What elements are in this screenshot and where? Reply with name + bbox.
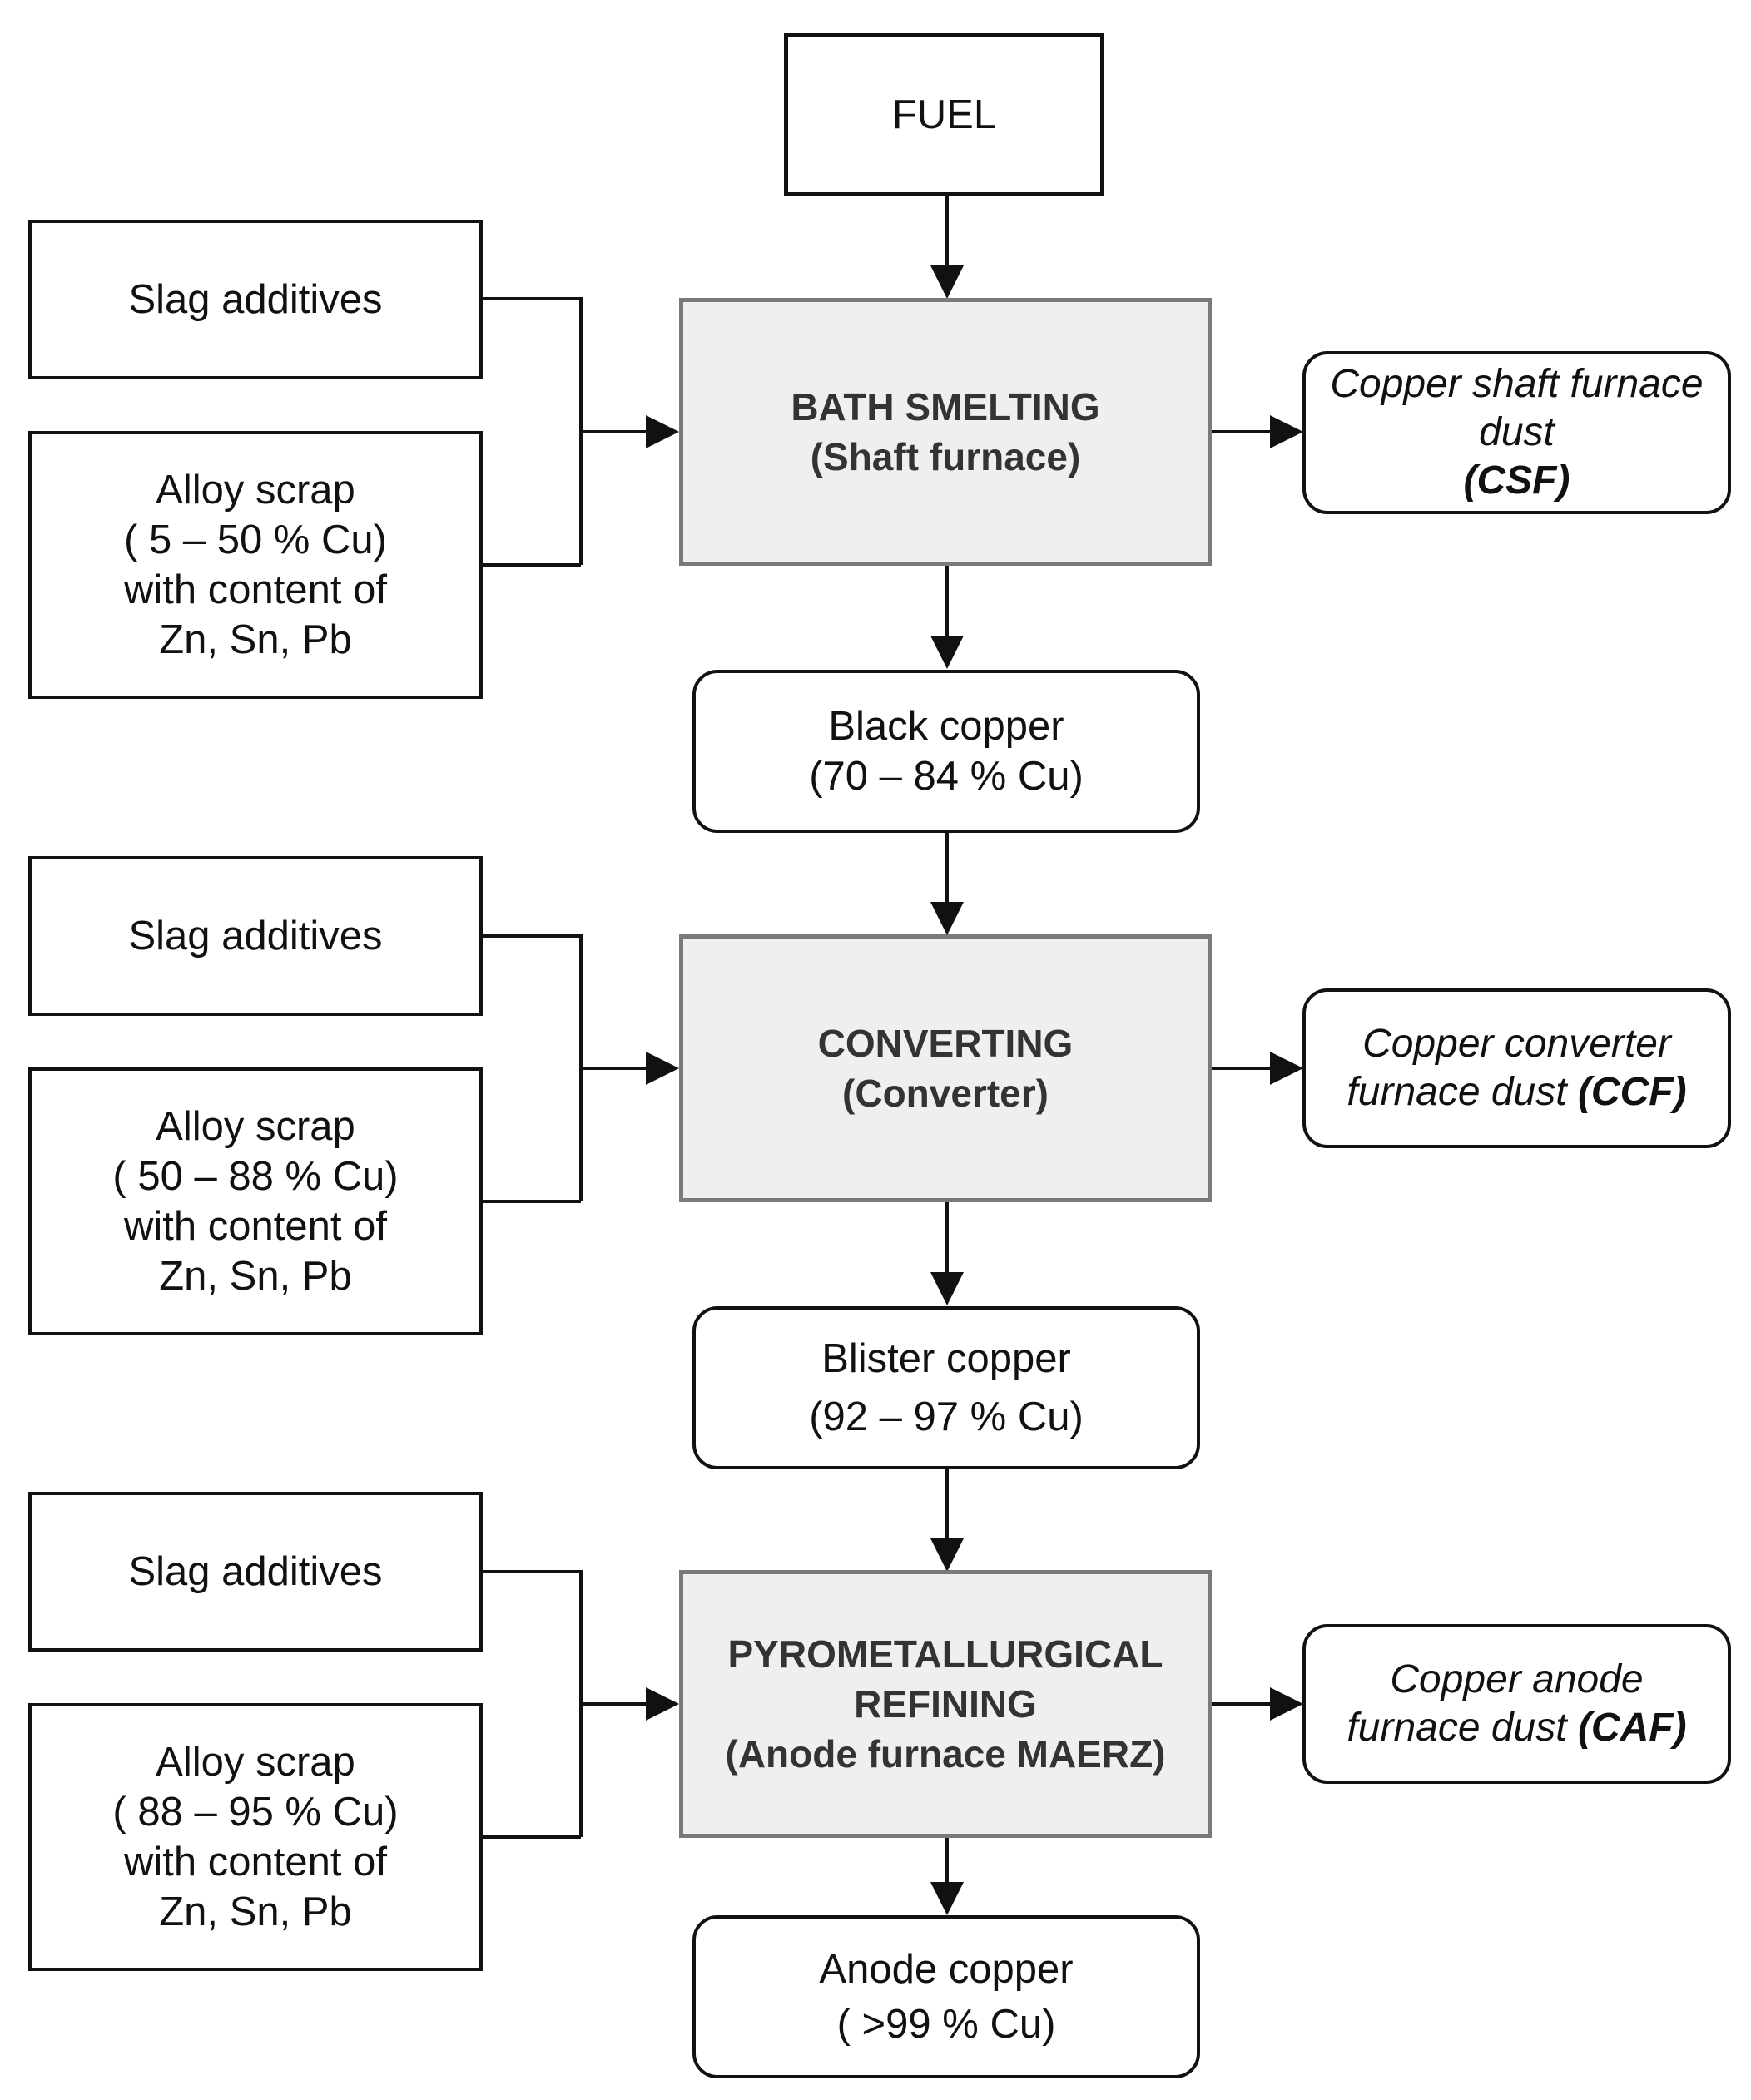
alloy-scrap-box-2: Alloy scrap ( 50 – 88 % Cu) with content… xyxy=(28,1067,483,1335)
fuel-label: FUEL xyxy=(891,92,997,137)
process-title: PYROMETALLURGICAL xyxy=(727,1632,1163,1676)
dust-line: furnace dust xyxy=(1347,1070,1567,1114)
dust-code: (CCF) xyxy=(1577,1070,1687,1114)
process-subtitle: (Anode furnace MAERZ) xyxy=(725,1732,1166,1776)
connector-slag-1 xyxy=(481,297,583,565)
process-bath-smelting: BATH SMELTING (Shaft furnace) xyxy=(679,298,1212,566)
product-anode-copper: Anode copper ( >99 % Cu) xyxy=(692,1915,1200,2078)
product-grade: (92 – 97 % Cu) xyxy=(809,1394,1084,1439)
dust-line: Copper shaft furnace xyxy=(1330,362,1704,406)
scrap-line: with content of xyxy=(124,1204,387,1249)
process-title: BATH SMELTING xyxy=(791,385,1100,428)
alloy-scrap-box-1: Alloy scrap ( 5 – 50 % Cu) with content … xyxy=(28,431,483,699)
dust-box-csf: Copper shaft furnace dust (CSF) xyxy=(1302,351,1731,514)
dust-line: dust xyxy=(1479,410,1555,454)
slag-additives-label: Slag additives xyxy=(128,277,383,322)
dust-box-ccf: Copper converter furnace dust (CCF) xyxy=(1302,988,1731,1148)
scrap-line: Zn, Sn, Pb xyxy=(159,1890,352,1934)
product-name: Anode copper xyxy=(819,1947,1074,1992)
scrap-line: ( 50 – 88 % Cu) xyxy=(112,1154,399,1199)
process-subtitle: (Shaft furnace) xyxy=(810,435,1081,478)
process-pyrometallurgical-refining: PYROMETALLURGICAL REFINING (Anode furnac… xyxy=(679,1570,1212,1838)
slag-additives-label: Slag additives xyxy=(128,914,383,958)
product-black-copper: Black copper (70 – 84 % Cu) xyxy=(692,670,1200,833)
slag-additives-box-2: Slag additives xyxy=(28,856,483,1016)
dust-code: (CSF) xyxy=(1463,458,1570,503)
dust-line: furnace dust xyxy=(1347,1706,1567,1750)
process-converting: CONVERTING (Converter) xyxy=(679,934,1212,1202)
product-grade: (70 – 84 % Cu) xyxy=(809,754,1084,799)
connector-slag-3 xyxy=(481,1570,583,1837)
product-grade: ( >99 % Cu) xyxy=(836,2002,1056,2047)
dust-code: (CAF) xyxy=(1577,1706,1687,1750)
slag-additives-label: Slag additives xyxy=(128,1549,383,1594)
slag-additives-box-3: Slag additives xyxy=(28,1492,483,1652)
process-title: CONVERTING xyxy=(817,1022,1074,1065)
scrap-line: Alloy scrap xyxy=(156,1740,355,1785)
connector-slag-2 xyxy=(481,934,583,1201)
scrap-line: Alloy scrap xyxy=(156,468,355,513)
scrap-line: Zn, Sn, Pb xyxy=(159,617,352,662)
product-name: Blister copper xyxy=(821,1336,1071,1381)
dust-line: Copper anode xyxy=(1390,1657,1644,1701)
alloy-scrap-box-3: Alloy scrap ( 88 – 95 % Cu) with content… xyxy=(28,1703,483,1971)
fuel-box: FUEL xyxy=(784,33,1104,196)
scrap-line: with content of xyxy=(124,567,387,612)
process-subtitle: (Converter) xyxy=(842,1072,1049,1115)
scrap-line: Alloy scrap xyxy=(156,1104,355,1149)
scrap-line: Zn, Sn, Pb xyxy=(159,1254,352,1299)
dust-box-caf: Copper anode furnace dust (CAF) xyxy=(1302,1624,1731,1784)
product-name: Black copper xyxy=(828,704,1064,749)
dust-line: Copper converter xyxy=(1362,1022,1671,1066)
process-title: REFINING xyxy=(854,1682,1037,1726)
product-blister-copper: Blister copper (92 – 97 % Cu) xyxy=(692,1306,1200,1469)
scrap-line: ( 88 – 95 % Cu) xyxy=(112,1790,399,1835)
scrap-line: ( 5 – 50 % Cu) xyxy=(124,518,387,562)
slag-additives-box-1: Slag additives xyxy=(28,220,483,379)
scrap-line: with content of xyxy=(124,1840,387,1885)
